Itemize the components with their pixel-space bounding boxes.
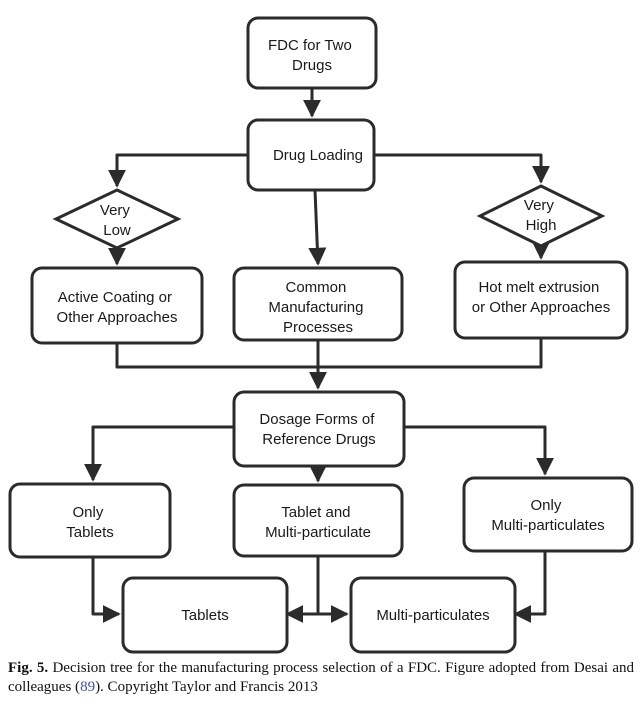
node-tablets-box [121, 576, 289, 654]
node-drug-loading-label: Drug Loading [273, 147, 363, 164]
edge-active-coating-merge [115, 343, 318, 369]
node-drug-loading-box [246, 118, 376, 192]
node-dosage-forms-box [232, 390, 406, 468]
caption-text-part1: Decision tree for the manufacturing proc… [8, 660, 634, 695]
edge-only-tablets-to-tablets [91, 557, 121, 623]
edge-drug-loading-to-very-low [108, 153, 248, 188]
node-multi-particulates-label: Multi-particulates [376, 607, 489, 624]
edge-hot-melt-merge [318, 338, 543, 369]
node-common-manufacturing-box [232, 266, 404, 342]
node-tablets-label: Tablets [181, 607, 229, 624]
node-very-low-diamond [52, 188, 182, 250]
node-very-high-diamond [476, 184, 606, 248]
node-hot-melt-label: Hot melt extrusion or Other Approaches [472, 279, 610, 316]
edge-dosage-to-only-multi [404, 425, 554, 476]
node-very-high-label: Very High [524, 197, 558, 234]
figure-label: Fig. 5. [8, 660, 49, 676]
node-dosage-forms-label: Dosage Forms of Reference Drugs [259, 411, 378, 448]
node-root-label: FDC for Two Drugs [268, 37, 356, 74]
node-active-coating-box [30, 266, 204, 345]
edge-drug-loading-to-common [308, 189, 327, 266]
decision-tree-diagram: FDC for Two Drugs Drug Loading Very Low … [8, 16, 634, 654]
figure-caption: Fig. 5. Decision tree for the manufactur… [8, 659, 634, 697]
edge-dosage-to-only-tablets [84, 425, 234, 482]
edge-drug-loading-to-very-high [374, 153, 550, 184]
node-only-tablets-label: Only Tablets [66, 504, 114, 541]
caption-text-part2: ). Copyright Taylor and Francis 2013 [95, 679, 318, 695]
node-multi-particulates-box [349, 576, 517, 654]
node-tablet-multi-box [232, 483, 404, 558]
reference-link[interactable]: 89 [80, 679, 96, 695]
node-hot-melt-box [453, 260, 629, 340]
edge-only-multi-to-multi [513, 551, 547, 623]
node-root-box [246, 16, 378, 90]
node-only-multi-box [462, 476, 634, 553]
edge-tablet-multi-to-tablets [285, 556, 320, 623]
node-active-coating-label: Active Coating or Other Approaches [57, 289, 178, 326]
node-common-manufacturing-label: Common Manufacturing Processes [268, 279, 367, 336]
node-very-low-label: Very Low [100, 202, 134, 239]
node-only-tablets-box [8, 482, 172, 559]
node-only-multi-label: Only Multi-particulates [491, 497, 604, 534]
node-tablet-multi-label: Tablet and Multi-particulate [265, 504, 371, 541]
